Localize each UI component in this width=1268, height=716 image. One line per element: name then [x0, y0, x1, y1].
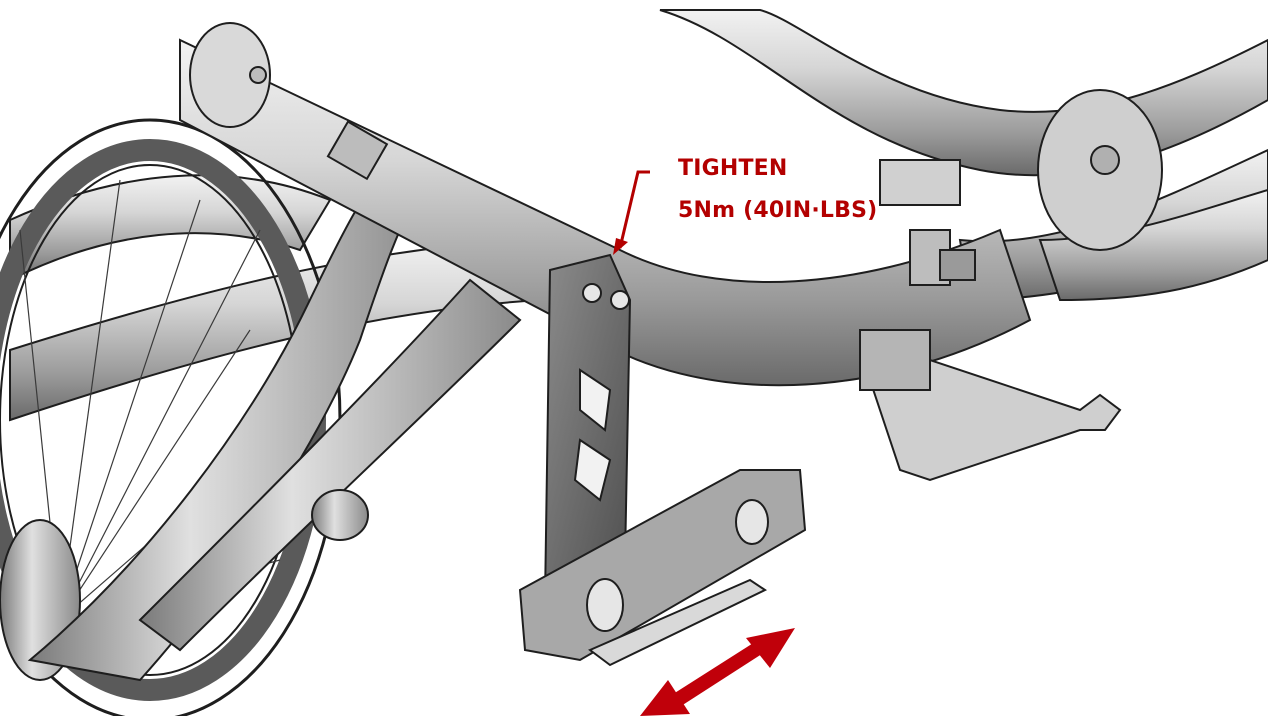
- handlebar-tube: [179, 22, 1163, 387]
- mount-bracket: [518, 253, 807, 667]
- callout-torque-value: 5Nm (40IN·LBS): [678, 198, 878, 223]
- adjust-double-arrow-icon: [640, 628, 795, 716]
- callout-tighten-label: TIGHTEN: [678, 156, 788, 181]
- torque-callout: TIGHTEN 5Nm (40IN·LBS): [666, 150, 877, 238]
- leader-arrow-icon: [613, 170, 650, 255]
- hardware: [311, 120, 1122, 541]
